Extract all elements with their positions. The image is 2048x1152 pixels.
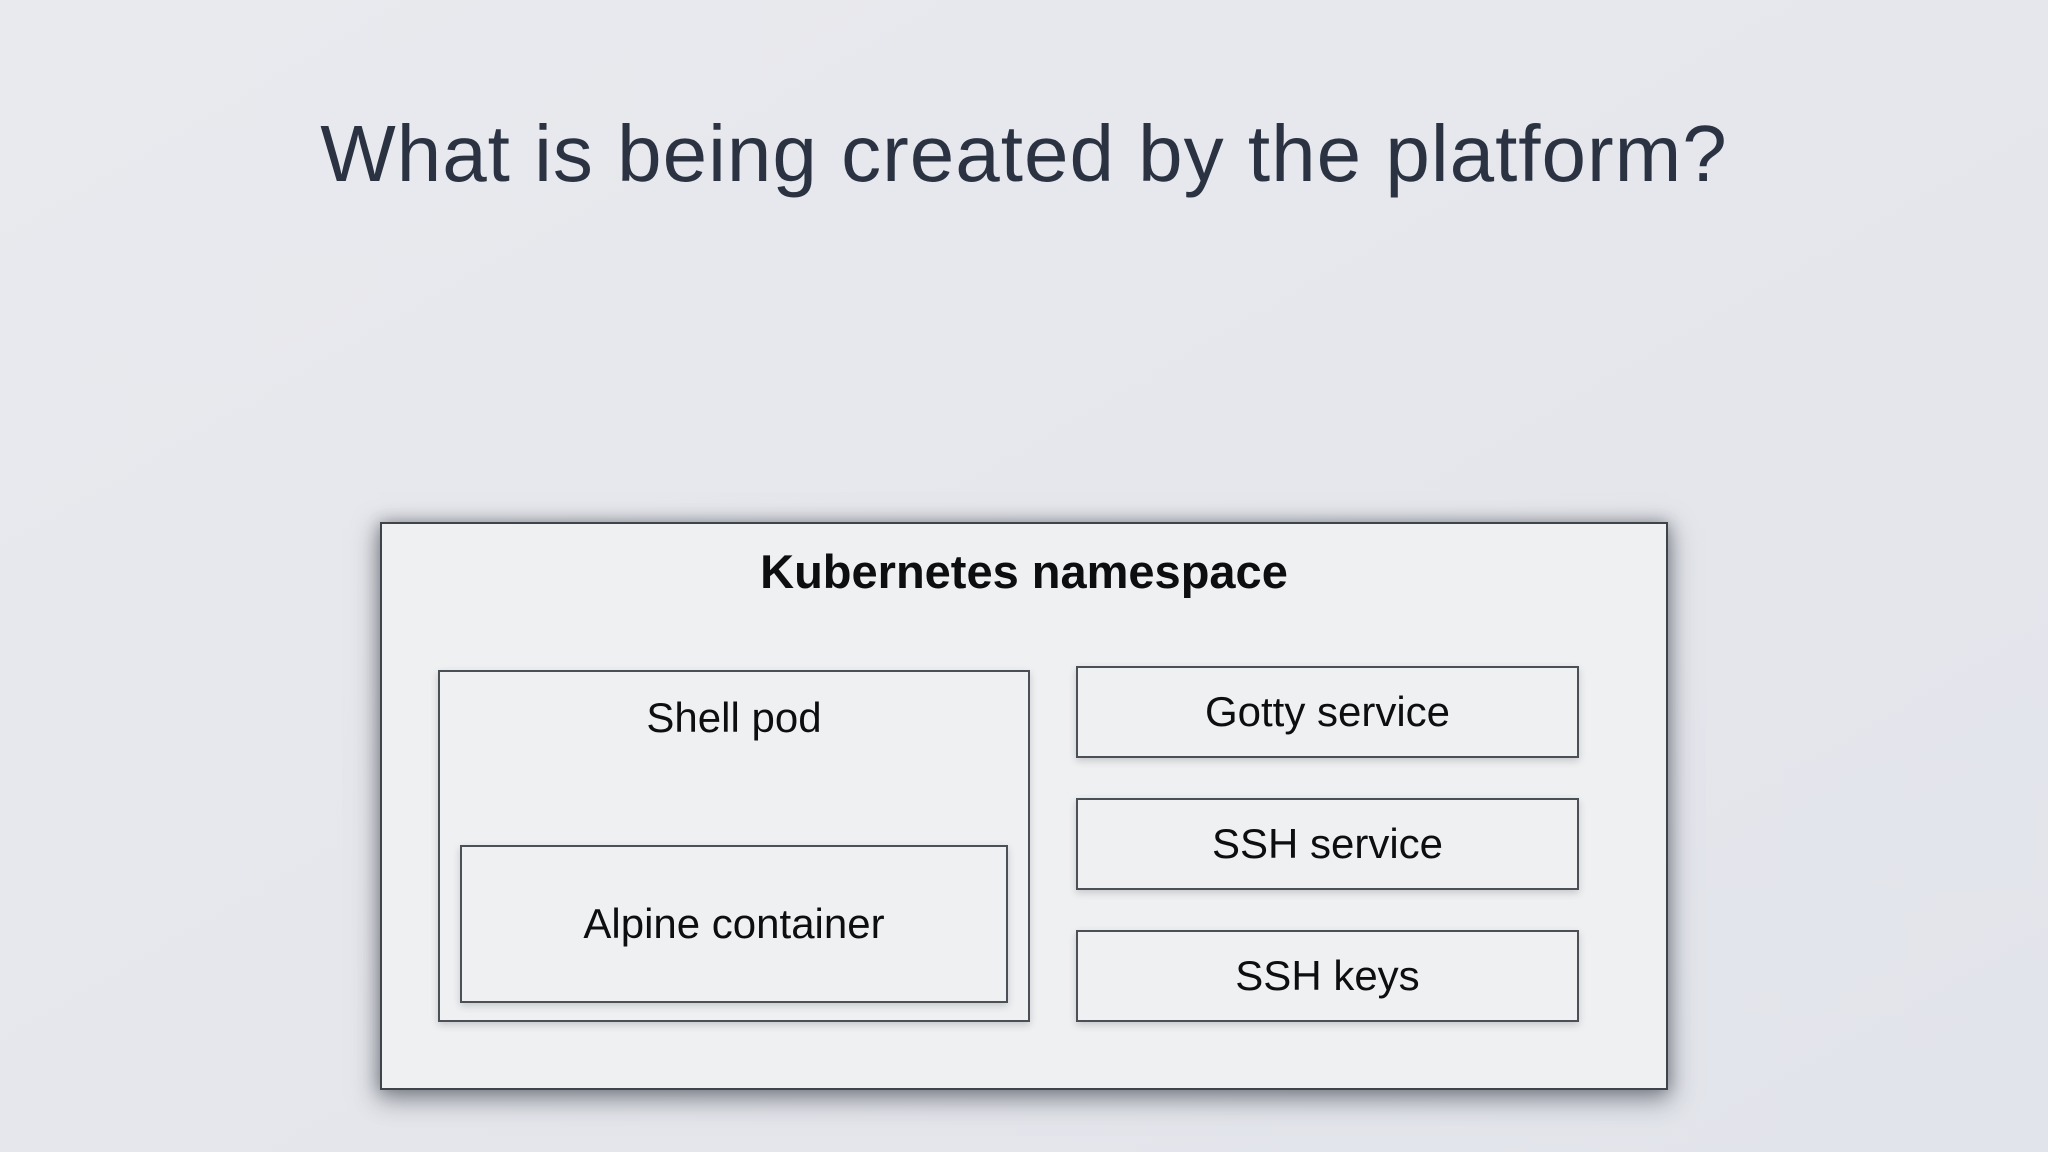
kubernetes-namespace-box: Kubernetes namespace Shell pod Alpine co…	[380, 522, 1668, 1090]
shell-pod-box: Shell pod Alpine container	[438, 670, 1030, 1022]
services-column: Gotty service SSH service SSH keys	[1076, 666, 1579, 1036]
ssh-keys-box: SSH keys	[1076, 930, 1579, 1022]
gotty-service-label: Gotty service	[1204, 688, 1451, 735]
slide-title: What is being created by the platform?	[320, 109, 1728, 198]
gotty-service-box: Gotty service	[1076, 666, 1579, 758]
shell-pod-label: Shell pod	[646, 694, 822, 741]
ssh-service-label: SSH service	[1211, 820, 1444, 867]
ssh-service-box: SSH service	[1076, 798, 1579, 890]
kubernetes-namespace-label: Kubernetes namespace	[760, 545, 1288, 598]
alpine-container-box: Alpine container	[460, 845, 1008, 1003]
alpine-container-label: Alpine container	[583, 900, 885, 947]
ssh-keys-label: SSH keys	[1235, 952, 1420, 999]
